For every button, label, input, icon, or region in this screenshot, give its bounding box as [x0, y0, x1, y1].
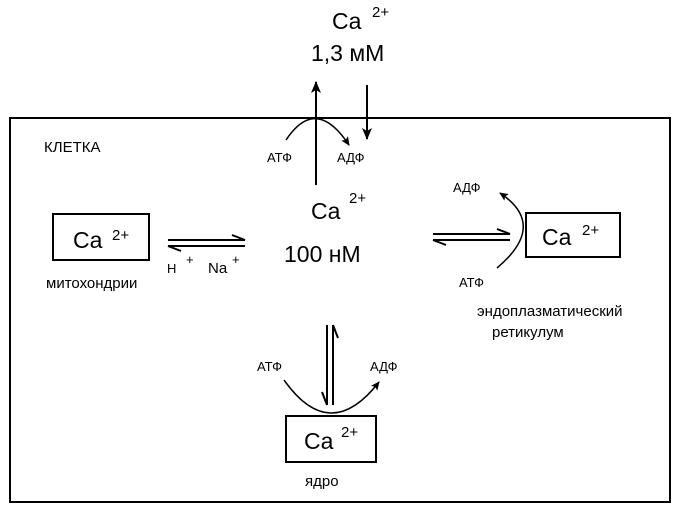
- mitochondria-ca-charge: 2+: [112, 227, 129, 244]
- nucleus-arrow-up-head: [332, 324, 339, 339]
- nucleus-ca-ion: Ca: [304, 428, 334, 454]
- nucleus-adp-label: АДФ: [370, 359, 398, 374]
- cell-boundary: [9, 117, 671, 503]
- mito-arrow-top-head: [231, 234, 246, 241]
- mitochondria-box: [52, 213, 150, 261]
- nucleus-pump-arc: [283, 379, 380, 414]
- mito-na-ion: Na: [208, 260, 228, 277]
- nucleus-atp-label: АТФ: [257, 359, 282, 374]
- outside-ca-concentration: 1,3 мМ: [311, 40, 384, 66]
- er-ca-charge: 2+: [582, 222, 599, 239]
- mitochondria-label: митохондрии: [46, 275, 137, 292]
- nucleus-box: [285, 415, 377, 463]
- membrane-atp-label: АТФ: [267, 150, 292, 165]
- er-box: [525, 212, 621, 258]
- mito-arrow-bottom-head: [167, 245, 182, 252]
- er-arrow-top-head: [496, 228, 511, 235]
- nucleus-arrow-down-head: [321, 391, 328, 406]
- mito-h-charge: +: [186, 252, 194, 267]
- cell-label: КЛЕТКА: [44, 139, 101, 156]
- outside-ca-ion: Ca: [332, 8, 362, 34]
- cytosol-ca-ion: Ca: [311, 198, 341, 224]
- er-label-line2: ретикулум: [492, 324, 564, 341]
- cytosol-ca-charge: 2+: [349, 190, 366, 207]
- er-adp-label: АДФ: [453, 180, 481, 195]
- er-pump-arc: [496, 192, 524, 269]
- er-label-line1: эндоплазматический: [477, 303, 623, 320]
- mito-h-ion: H: [167, 261, 176, 276]
- er-arrow-bottom-head: [432, 239, 447, 246]
- outside-ca-charge: 2+: [372, 4, 389, 21]
- membrane-adp-label: АДФ: [337, 150, 365, 165]
- nucleus-ca-charge: 2+: [341, 424, 358, 441]
- mitochondria-ca-ion: Ca: [73, 227, 103, 253]
- nucleus-label: ядро: [305, 473, 339, 490]
- membrane-pump-arc: [285, 118, 350, 146]
- cytosol-ca-concentration: 100 нМ: [284, 241, 361, 267]
- er-ca-ion: Ca: [542, 224, 572, 250]
- er-atp-label: АТФ: [459, 275, 484, 290]
- mito-na-charge: +: [232, 252, 240, 267]
